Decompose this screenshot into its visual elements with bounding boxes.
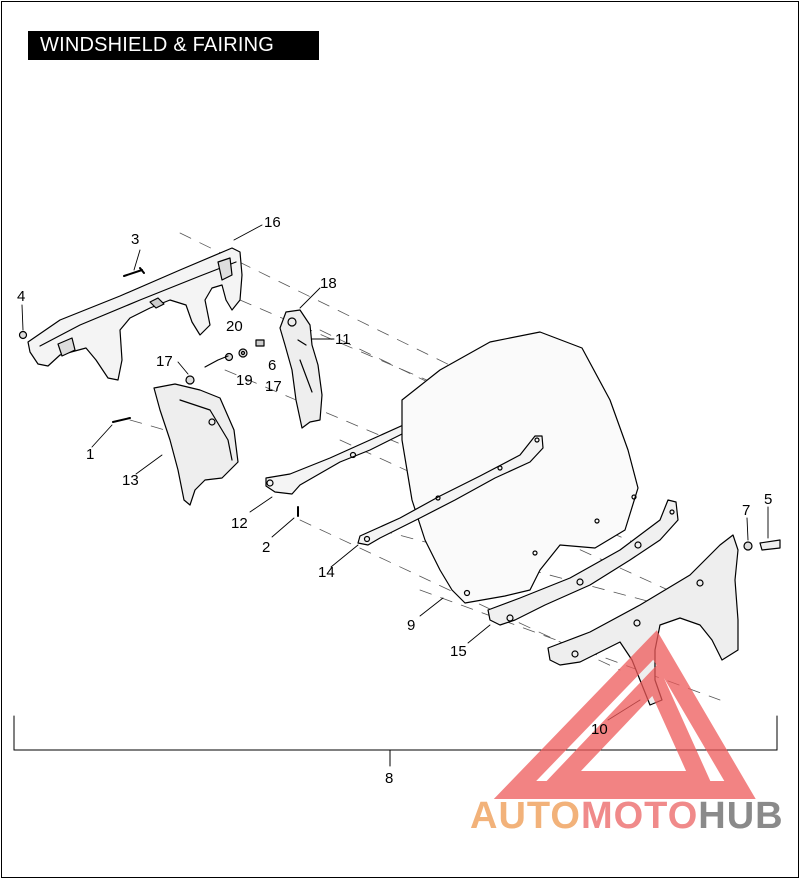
callout-17-left: 17 <box>156 353 173 370</box>
callout-7: 7 <box>742 502 750 519</box>
callout-19: 19 <box>236 372 253 389</box>
callout-10: 10 <box>591 721 608 738</box>
trim-part-15 <box>487 499 679 626</box>
callout-16: 16 <box>264 214 281 231</box>
screw-part-1 <box>112 417 131 423</box>
watermark-auto: AUTO <box>470 795 581 837</box>
windshield-part-9 <box>401 331 639 604</box>
nut-part-4 <box>18 330 28 340</box>
callout-11: 11 <box>335 331 351 348</box>
callout-9: 9 <box>407 617 415 634</box>
washer-part-7 <box>743 541 753 551</box>
callout-8: 8 <box>385 770 393 787</box>
bolt-part-5 <box>759 539 781 551</box>
callout-2: 2 <box>262 539 270 556</box>
bolt-part-3 <box>123 267 145 277</box>
callout-1: 1 <box>86 446 94 463</box>
assembly-bracket-8 <box>13 715 778 767</box>
callout-12: 12 <box>231 515 248 532</box>
leader-lines <box>21 224 769 721</box>
callout-5: 5 <box>764 491 772 508</box>
callout-17-right: 17 <box>265 378 282 395</box>
bracket-part-13 <box>153 383 239 506</box>
callout-4: 4 <box>17 288 25 305</box>
callout-3: 3 <box>131 231 139 248</box>
diagram-title: WINDSHIELD & FAIRING <box>28 31 319 60</box>
trim-part-10 <box>547 534 739 706</box>
strap-part-14 <box>357 435 544 546</box>
watermark-text: AUTOMOTOHUB <box>470 795 784 837</box>
callout-13: 13 <box>122 472 139 489</box>
fairing-cap-part-16 <box>27 247 243 381</box>
watermark-triangle-icon <box>493 630 756 799</box>
callout-14: 14 <box>318 564 335 581</box>
callout-15: 15 <box>450 643 467 660</box>
callout-20: 20 <box>226 318 243 335</box>
callout-6: 6 <box>268 357 276 374</box>
callout-18: 18 <box>320 275 337 292</box>
watermark-moto: MOTO <box>581 795 698 837</box>
bracket-part-11 <box>279 309 323 429</box>
watermark-hub: HUB <box>698 795 783 837</box>
watermark-logo <box>493 630 756 799</box>
hardware-stack <box>185 339 265 385</box>
